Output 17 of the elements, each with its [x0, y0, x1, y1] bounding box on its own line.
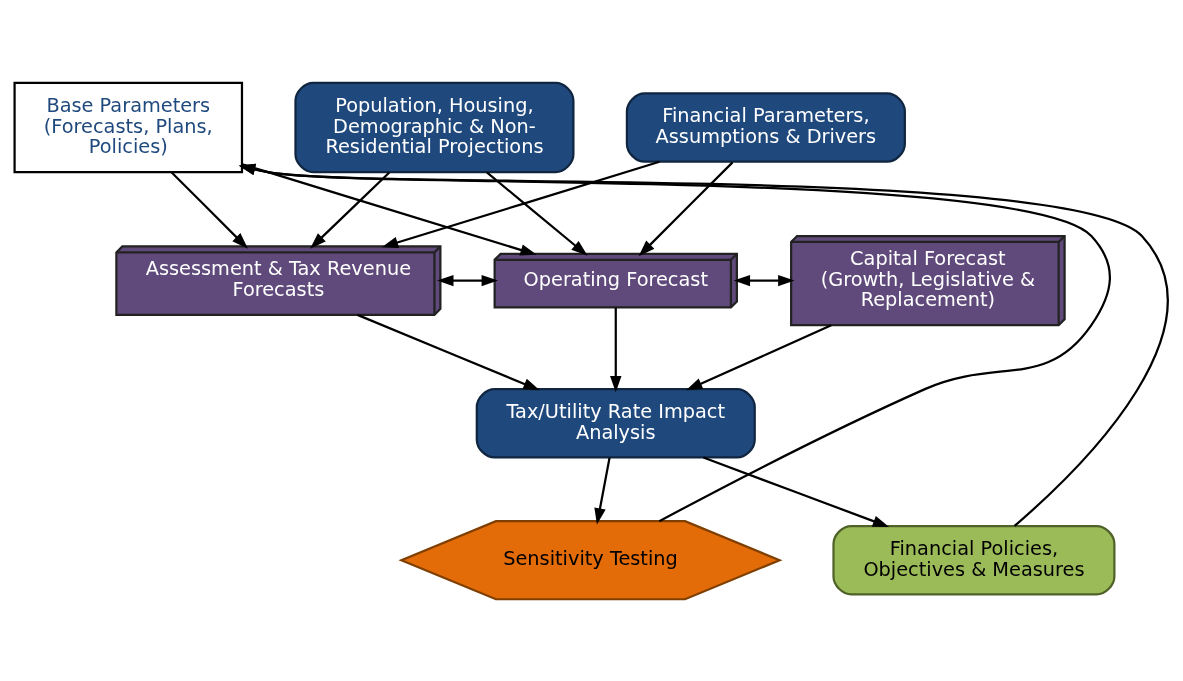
- arrow: [610, 307, 622, 392]
- arrow: [638, 161, 734, 256]
- node-box: Base Parameters (Forecasts, Plans, Policies): [13, 81, 244, 173]
- arrow: [170, 171, 248, 249]
- node-box: Tax/Utility Rate Impact Analysis: [475, 387, 756, 459]
- arrow: [686, 323, 832, 390]
- arrow: [486, 171, 588, 256]
- arrow: [357, 313, 540, 390]
- arrow: [703, 456, 890, 527]
- arrow: [733, 274, 795, 286]
- arrow: [437, 274, 498, 286]
- node-box: Population, Housing, Demographic & Non-Residential Projections: [294, 81, 575, 173]
- node-box: Financial Policies, Objectives & Measures: [832, 524, 1116, 595]
- arrow: [381, 160, 660, 248]
- arrow: [594, 457, 611, 525]
- node-box: Financial Parameters, Assumptions & Drivers: [625, 91, 906, 163]
- arrow: [310, 171, 391, 249]
